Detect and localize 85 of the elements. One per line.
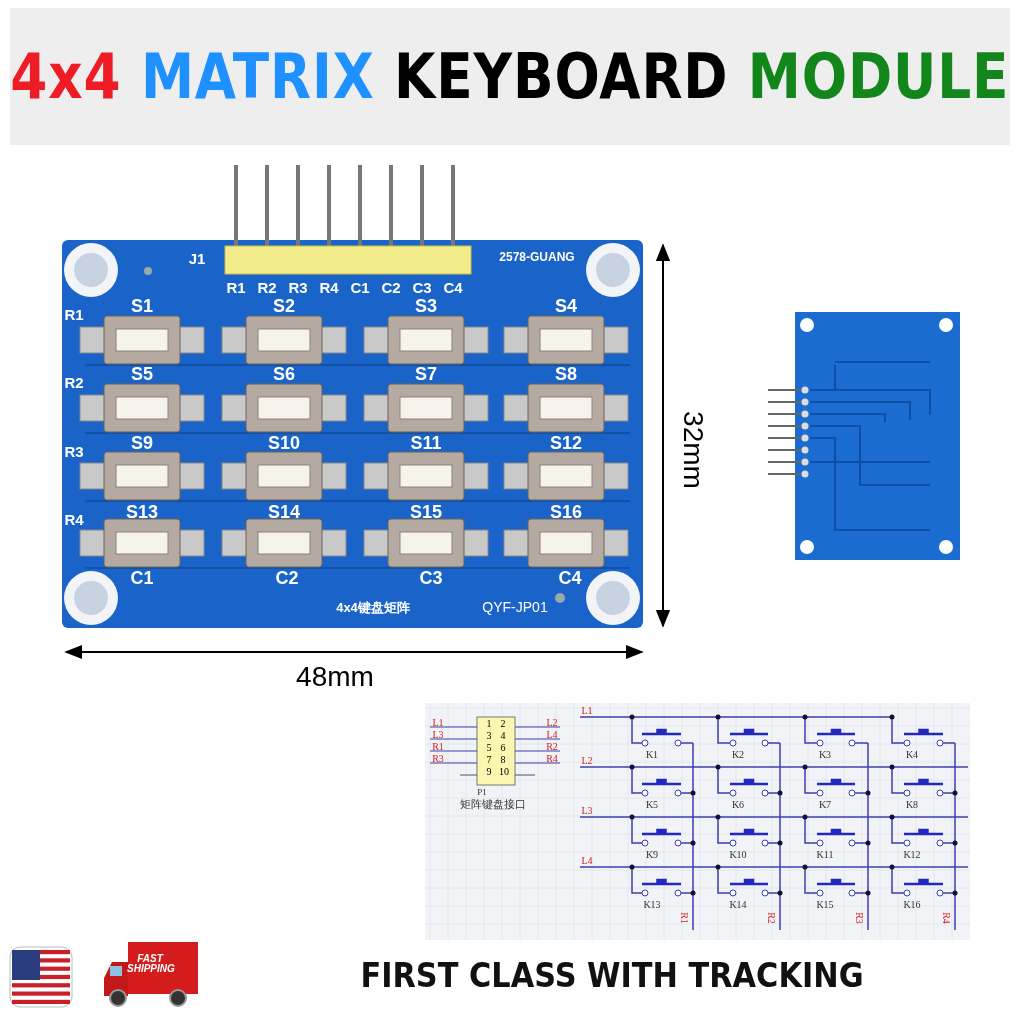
- part-label: K10: [729, 850, 747, 860]
- switch-label: S3: [415, 297, 437, 315]
- part-label: K14: [729, 900, 747, 910]
- pin-label: C3: [419, 569, 443, 587]
- part-label: K7: [818, 800, 832, 810]
- switch-label: S1: [131, 297, 153, 315]
- pin-number: 10: [499, 767, 509, 777]
- pin-label: R2: [64, 374, 84, 390]
- pin-label: R3: [288, 279, 308, 295]
- pin-number: 9: [486, 767, 492, 777]
- net-label: R1: [432, 742, 444, 752]
- silkscreen-text: 2578-GUANG: [499, 251, 575, 263]
- pin-label: C2: [275, 569, 299, 587]
- switch-label: S16: [550, 503, 582, 521]
- net-label: R1: [679, 912, 689, 924]
- silkscreen-text: 4x4键盘矩阵: [336, 600, 410, 614]
- switch-label: S8: [555, 365, 577, 383]
- pin-number: 1: [486, 719, 492, 729]
- switch-label: S14: [268, 503, 300, 521]
- pin-label: R1: [226, 279, 246, 295]
- pin-label: C2: [381, 279, 401, 295]
- part-label: K1: [645, 750, 659, 760]
- net-label: L2: [581, 756, 593, 766]
- pin-number: 4: [500, 731, 506, 741]
- part-label: K11: [816, 850, 834, 860]
- net-label: L2: [546, 718, 558, 728]
- silkscreen-text: J1: [188, 250, 206, 266]
- pin-number: 7: [486, 755, 492, 765]
- net-label: L4: [546, 730, 558, 740]
- net-label: R3: [854, 912, 864, 924]
- switch-label: S5: [131, 365, 153, 383]
- switch-label: S2: [273, 297, 295, 315]
- pin-label: C1: [350, 279, 370, 295]
- pin-label: C1: [130, 569, 154, 587]
- switch-label: S10: [268, 434, 300, 452]
- net-label: R3: [432, 754, 444, 764]
- part-label: K9: [645, 850, 659, 860]
- switch-label: S7: [415, 365, 437, 383]
- part-label: K3: [818, 750, 832, 760]
- switch-label: S6: [273, 365, 295, 383]
- shipping-text: FAST SHIPPING: [127, 954, 173, 974]
- switch-label: S15: [410, 503, 442, 521]
- net-label: L3: [581, 806, 593, 816]
- pin-number: 2: [500, 719, 506, 729]
- pin-label: R1: [64, 306, 84, 322]
- net-label: R4: [546, 754, 558, 764]
- part-label: K15: [816, 900, 834, 910]
- net-label: R2: [766, 912, 776, 924]
- caption: 矩阵键盘接口: [460, 798, 526, 810]
- net-label: L1: [581, 706, 593, 716]
- switch-label: S11: [410, 434, 442, 452]
- part-label: K5: [645, 800, 659, 810]
- net-label: R4: [941, 912, 951, 924]
- net-label: L3: [432, 730, 444, 740]
- part-label: K13: [643, 900, 661, 910]
- net-label: R2: [546, 742, 558, 752]
- net-label: L1: [432, 718, 444, 728]
- part-label: K12: [903, 850, 921, 860]
- net-label: L4: [581, 856, 593, 866]
- part-label: K2: [731, 750, 745, 760]
- pin-number: 8: [500, 755, 506, 765]
- pin-label: R3: [64, 443, 84, 459]
- dimension-label: 32mm: [679, 411, 707, 489]
- pin-label: C4: [443, 279, 463, 295]
- pin-label: C4: [558, 569, 582, 587]
- switch-label: S9: [131, 434, 153, 452]
- pin-label: R4: [319, 279, 339, 295]
- switch-label: S12: [550, 434, 582, 452]
- shipping-text: FIRST CLASS WITH TRACKING: [360, 958, 864, 992]
- part-label: K6: [731, 800, 745, 810]
- pin-number: 6: [500, 743, 506, 753]
- switch-label: S4: [555, 297, 577, 315]
- pin-number: 5: [486, 743, 492, 753]
- pin-label: R4: [64, 511, 84, 527]
- pin-label: R2: [257, 279, 277, 295]
- part-label: K8: [905, 800, 919, 810]
- pin-number: 3: [486, 731, 492, 741]
- part-label: P1: [477, 787, 487, 797]
- part-label: K16: [903, 900, 921, 910]
- part-label: K4: [905, 750, 919, 760]
- silkscreen-text: QYF-JP01: [482, 600, 548, 614]
- title: 4x4 MATRIX KEYBOARD MODULE: [10, 8, 1010, 145]
- pin-label: C3: [412, 279, 432, 295]
- dimension-label: 48mm: [296, 663, 374, 691]
- switch-label: S13: [126, 503, 158, 521]
